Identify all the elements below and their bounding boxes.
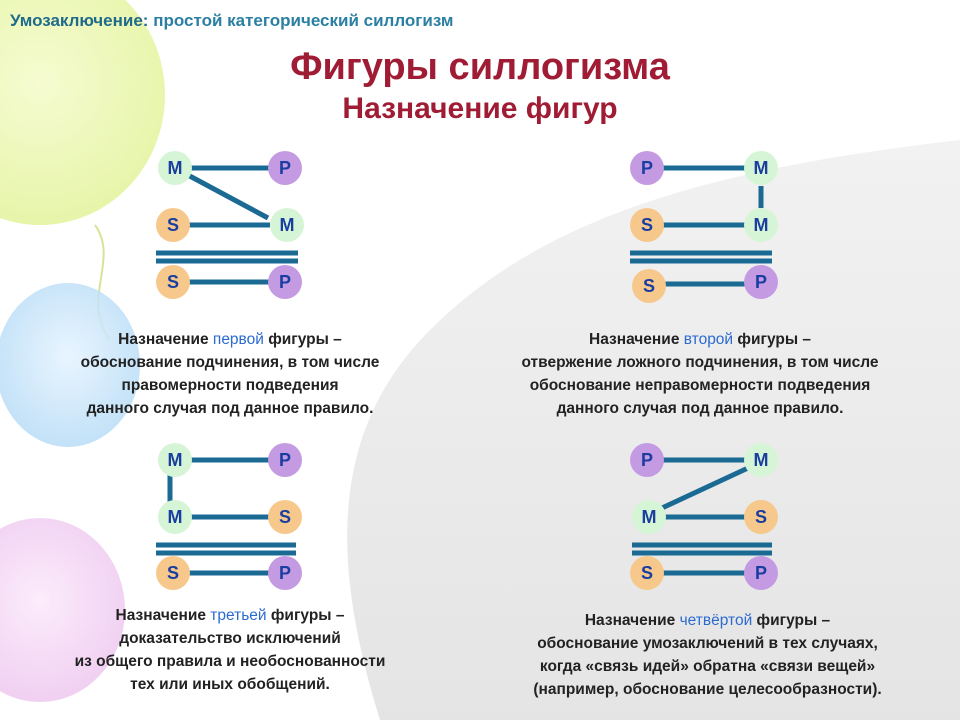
figure-1-connector [184, 171, 270, 221]
figure-3-description: Назначение третьей фигуры – доказательст… [20, 604, 440, 696]
desc-prefix: Назначение [118, 331, 213, 348]
figure-3-node: P [268, 556, 302, 590]
desc-line: когда «связь идей» обратна «связи вещей» [539, 658, 876, 675]
figure-3-node: S [268, 500, 302, 534]
desc-suffix: фигуры – [733, 331, 811, 348]
desc-suffix: фигуры – [266, 607, 345, 624]
figure-3-highlight: третьей [210, 607, 267, 624]
figure-3-node: S [156, 556, 190, 590]
figure-2-node: M [744, 151, 778, 185]
figure-2-node: P [630, 151, 664, 185]
curved-backdrop [347, 140, 960, 720]
figure-4-description-heading: Назначение четвёртой фигуры – [465, 609, 950, 632]
figure-2-node: S [630, 208, 664, 242]
desc-line: тех или иных обобщений. [130, 676, 330, 693]
figure-4-highlight: четвёртой [679, 612, 753, 629]
desc-line: (например, обоснование целесообразности)… [533, 681, 882, 698]
figure-1-highlight: первой [212, 331, 264, 348]
figure-1-node: S [156, 265, 190, 299]
figure-1-description-heading: Назначение первой фигуры – [20, 328, 440, 351]
slide-header: Умозаключение: простой категорический си… [10, 11, 453, 31]
figure-3-node: M [158, 500, 192, 534]
figure-1-node: P [268, 151, 302, 185]
figure-4-node: M [632, 500, 666, 534]
figure-1-node: S [156, 208, 190, 242]
figure-1-description: Назначение первой фигуры – обоснование п… [20, 328, 440, 420]
header-prefix: Умозаключение: [10, 11, 149, 30]
desc-line: отвержение ложного подчинения, в том чис… [521, 354, 879, 371]
header-topic: простой категорический силлогизм [153, 11, 454, 30]
figure-2-description: Назначение второй фигуры – отвержение ло… [460, 328, 940, 420]
figure-4-node: M [744, 443, 778, 477]
figure-2-node: P [744, 265, 778, 299]
figure-4-node: P [630, 443, 664, 477]
figure-4-node: P [744, 556, 778, 590]
balloon-pink [0, 518, 125, 702]
page-title: Фигуры силлогизма [290, 46, 670, 88]
figure-2-node: S [632, 269, 666, 303]
figure-4-description: Назначение четвёртой фигуры – обосновани… [465, 609, 950, 701]
desc-line: данного случая под данное правило. [86, 400, 374, 417]
figure-3-node: P [268, 443, 302, 477]
desc-prefix: Назначение [589, 331, 684, 348]
figure-1-node: M [270, 208, 304, 242]
page-subtitle: Назначение фигур [342, 92, 618, 125]
desc-line: данного случая под данное правило. [556, 400, 844, 417]
figure-4-connector [660, 465, 750, 511]
desc-line: обоснование подчинения, в том числе [80, 354, 380, 371]
desc-line: обоснование умозаключений в тех случаях, [537, 635, 878, 652]
desc-prefix: Назначение [115, 607, 211, 624]
figure-2-highlight: второй [683, 331, 734, 348]
desc-suffix: фигуры – [752, 612, 831, 629]
figure-3-description-heading: Назначение третьей фигуры – [20, 604, 440, 627]
figure-3-node: M [158, 443, 192, 477]
figure-2-description-heading: Назначение второй фигуры – [460, 328, 940, 351]
figure-4-node: S [744, 500, 778, 534]
balloon-blue [0, 283, 140, 447]
balloon-yellow [0, 0, 165, 225]
figure-2-node: M [744, 208, 778, 242]
figure-1-node: P [268, 265, 302, 299]
desc-line: обоснование неправомерности подведения [529, 377, 871, 394]
desc-line: доказательство исключений [119, 630, 341, 647]
figure-1-node: M [158, 151, 192, 185]
desc-suffix: фигуры – [263, 331, 342, 348]
desc-line: правомерности подведения [121, 377, 339, 394]
figure-4-node: S [630, 556, 664, 590]
desc-prefix: Назначение [584, 612, 680, 629]
desc-line: из общего правила и необоснованности [74, 653, 386, 670]
